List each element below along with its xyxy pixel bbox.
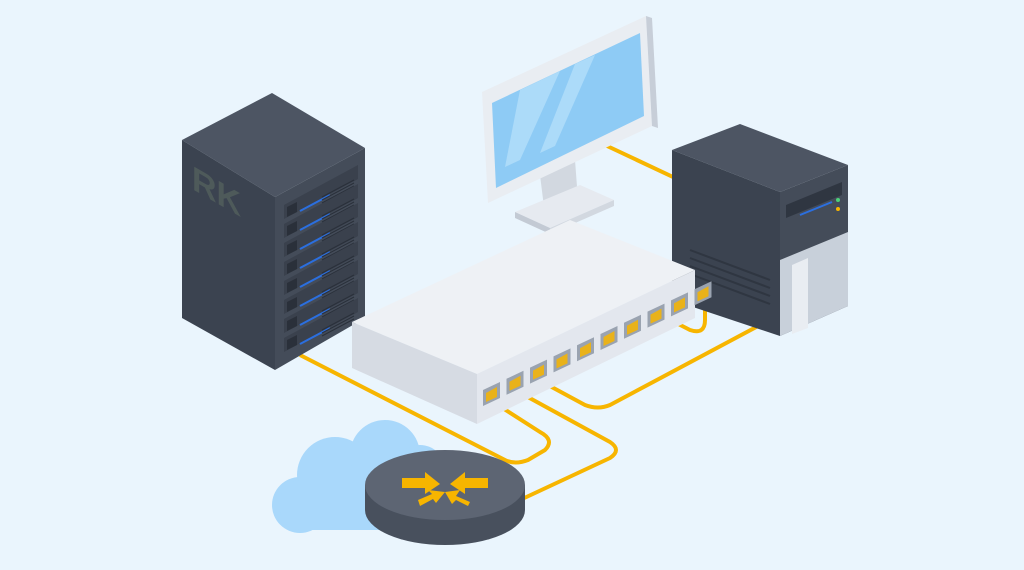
cable-rack-switch [299, 353, 551, 465]
switch-port [553, 348, 571, 373]
switch-port [694, 281, 712, 306]
network-switch [352, 220, 712, 424]
switch-port [506, 370, 524, 395]
rack-slot [284, 222, 358, 276]
switch-port [624, 314, 641, 339]
rack-slots [284, 165, 358, 352]
tower-pc [672, 124, 848, 336]
rack-slot [284, 165, 358, 219]
rack-slot [284, 203, 358, 257]
server-rack: RK [182, 93, 365, 370]
cable-tower-switch [534, 323, 761, 410]
rack-slot [284, 241, 358, 295]
rack-slot [284, 260, 358, 314]
switch-port [600, 326, 618, 350]
rack-slot [284, 298, 358, 352]
router-arrows-icon [402, 472, 488, 506]
switch-port [647, 303, 665, 328]
switch-port [530, 359, 547, 384]
router [365, 450, 525, 545]
rack-slot [284, 279, 358, 333]
switch-ports [483, 281, 712, 406]
rack-slot [284, 184, 358, 238]
switch-port [483, 382, 500, 406]
switch-port [577, 337, 594, 362]
monitor [482, 16, 658, 234]
switch-port [671, 292, 688, 317]
cable-router-switch [514, 388, 618, 502]
